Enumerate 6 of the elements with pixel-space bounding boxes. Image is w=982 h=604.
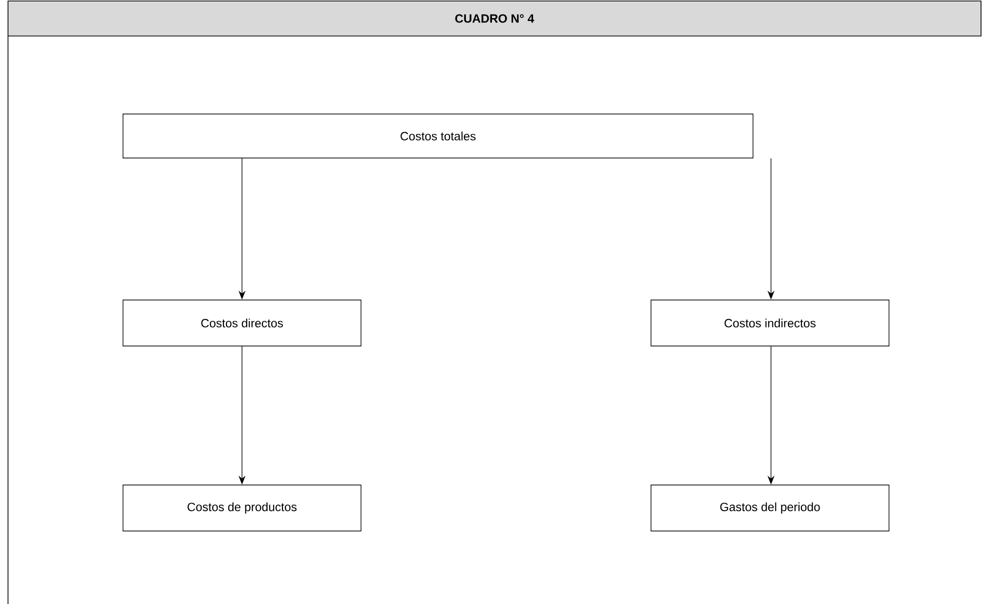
title-band: CUADRO N° 4 xyxy=(8,0,982,36)
cost-box: Gastos del periodo xyxy=(650,484,890,532)
cost-box: Costos directos xyxy=(122,300,362,346)
cost-box: Costos indirectos xyxy=(650,300,890,346)
cost-box: Costos totales xyxy=(122,114,754,158)
cost-box: Costos de productos xyxy=(122,484,362,532)
